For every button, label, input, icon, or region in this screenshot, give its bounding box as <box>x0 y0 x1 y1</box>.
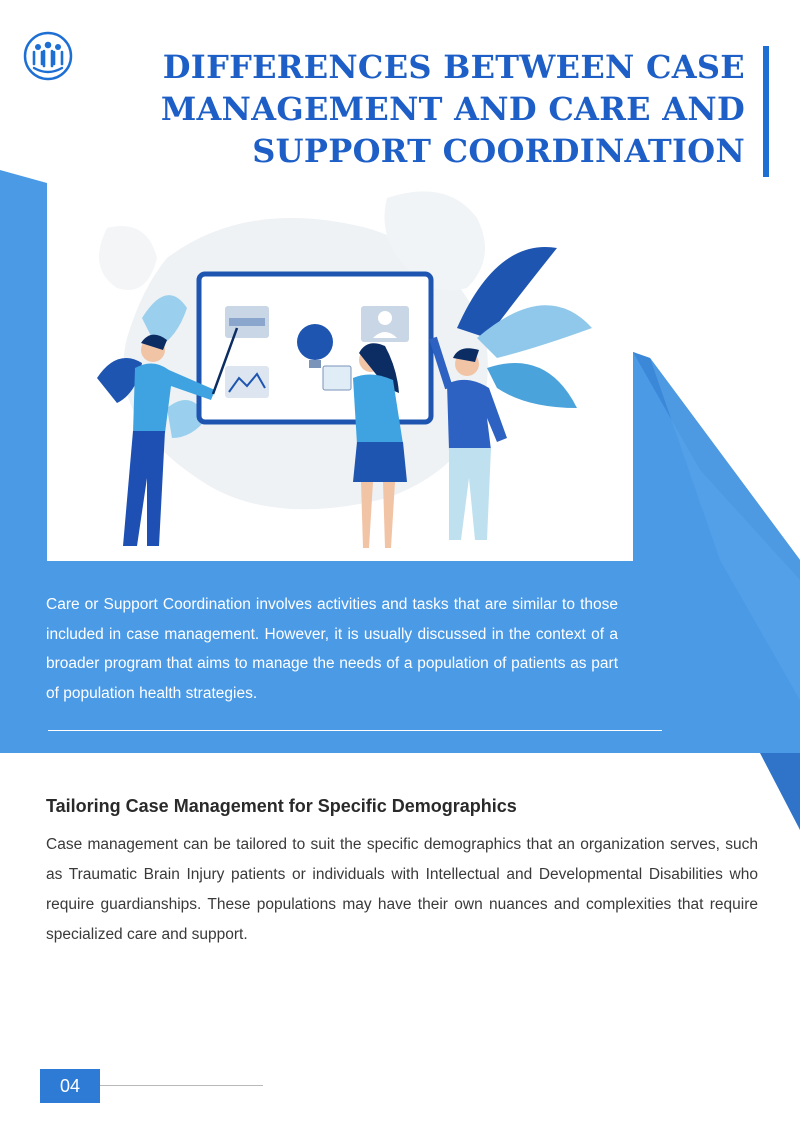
intro-paragraph: Care or Support Coordination involves ac… <box>46 596 618 702</box>
intro-divider <box>48 730 662 731</box>
section-paragraph: Case management can be tailored to suit … <box>46 836 758 943</box>
footer-divider <box>100 1085 263 1086</box>
people-in-circle-icon <box>23 31 73 81</box>
section-heading: Tailoring Case Management for Specific D… <box>46 796 517 816</box>
title-accent-bar <box>763 46 769 177</box>
title-line-2: MANAGEMENT AND CARE AND <box>160 90 745 128</box>
title-line-1: DIFFERENCES BETWEEN CASE <box>162 48 745 86</box>
page-title: DIFFERENCES BETWEEN CASE MANAGEMENT AND … <box>125 46 745 172</box>
page-number: 04 <box>40 1069 100 1103</box>
team-presentation-illustration <box>47 178 633 561</box>
title-line-3: SUPPORT COORDINATION <box>252 132 745 170</box>
